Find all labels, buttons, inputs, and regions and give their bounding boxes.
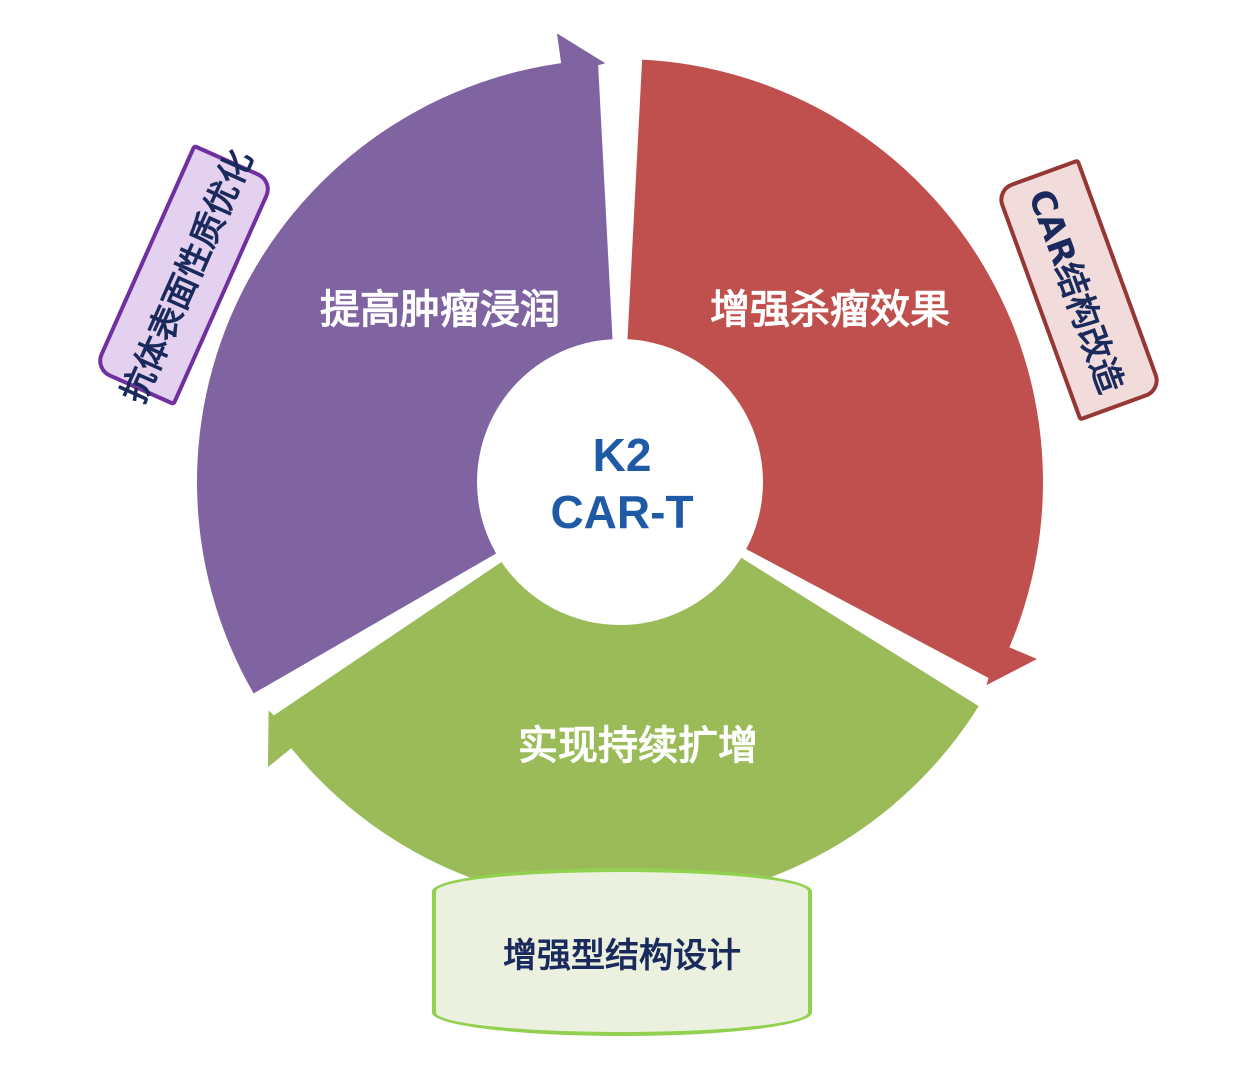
- segment-tumor-infiltration: [197, 59, 613, 694]
- segment-persistent-expansion: [269, 557, 979, 905]
- segment-tumor-killing: [627, 59, 1043, 681]
- banner-enhanced-design: 增强型结构设计: [432, 868, 812, 1036]
- segment-label-expansion: 实现持续扩增: [518, 723, 758, 769]
- center-title-k2: K2: [592, 429, 652, 481]
- arrowhead-red: [986, 642, 1037, 686]
- arrowhead-green: [267, 710, 301, 768]
- banner-label: 增强型结构设计: [503, 935, 741, 976]
- segment-label-infiltration: 提高肿瘤浸润: [320, 287, 560, 333]
- center-title-car-t: CAR-T: [550, 486, 694, 538]
- arrowhead-purple: [556, 33, 606, 75]
- segment-label-killing: 增强杀瘤效果: [710, 287, 950, 333]
